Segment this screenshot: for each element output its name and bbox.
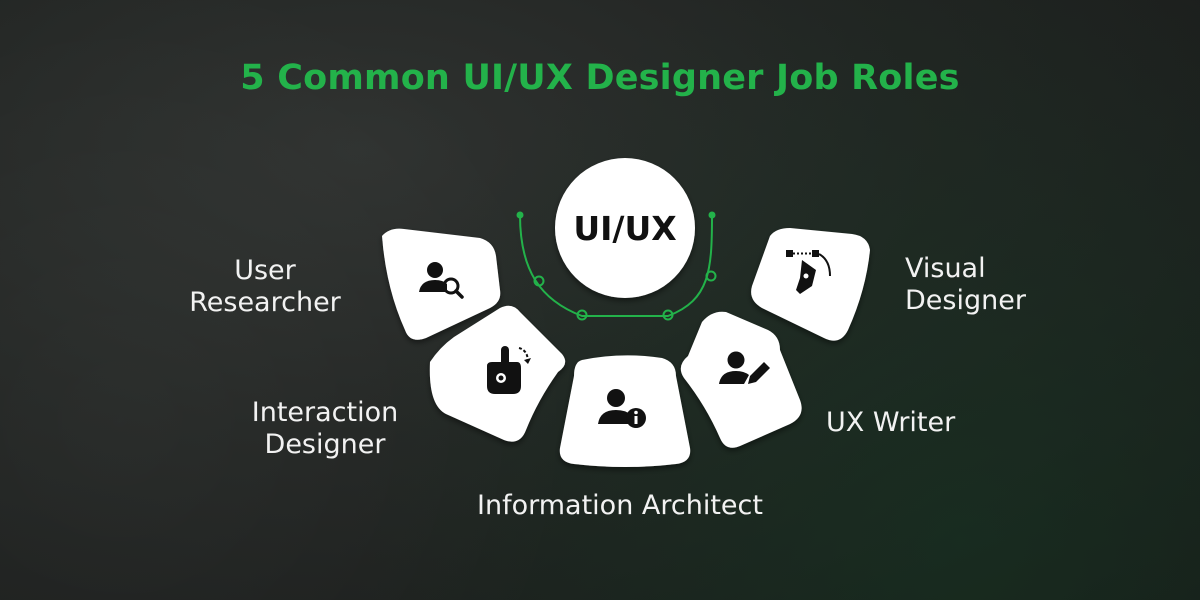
arc-node — [662, 309, 674, 321]
arc-node — [708, 211, 716, 219]
label-ux-writer: UX Writer — [826, 407, 986, 439]
label-line: Information Architect — [477, 490, 763, 521]
arc-node — [516, 211, 524, 219]
label-line: Designer — [264, 429, 386, 460]
label-line: Researcher — [189, 287, 341, 318]
segment-information-architect — [559, 355, 691, 467]
arc-node — [533, 275, 545, 287]
hub-label: UI/UX — [573, 209, 676, 248]
pen-tool-icon — [786, 250, 831, 294]
label-information-architect: Information Architect — [440, 490, 800, 522]
page-title: 5 Common UI/UX Designer Job Roles — [240, 58, 960, 98]
label-user-researcher: User Researcher — [180, 255, 350, 319]
label-visual-designer: Visual Designer — [905, 253, 1055, 317]
label-line: User — [234, 255, 296, 286]
hub-circle — [555, 158, 695, 298]
user-search-icon — [419, 262, 464, 299]
label-line: Visual — [905, 253, 986, 284]
hand-gear-icon — [487, 346, 531, 394]
label-line: Interaction — [251, 397, 399, 428]
user-info-icon — [598, 389, 646, 428]
user-edit-icon — [719, 351, 770, 384]
connector-arc — [516, 211, 717, 321]
arc-node — [705, 270, 717, 282]
arc-node — [576, 309, 588, 321]
label-interaction-designer: Interaction Designer — [235, 397, 415, 461]
label-line: Designer — [905, 285, 1026, 316]
label-line: UX Writer — [826, 407, 956, 438]
